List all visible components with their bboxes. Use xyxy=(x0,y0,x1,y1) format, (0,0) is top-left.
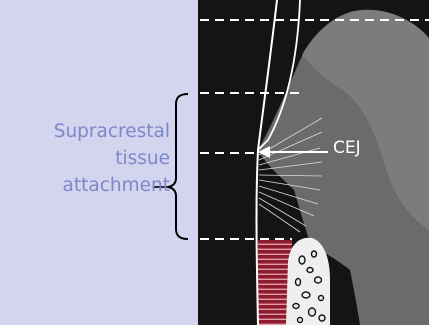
label-line-3: attachment xyxy=(20,172,170,199)
label-line-1: Supracrestal xyxy=(20,118,170,145)
label-line-2: tissue xyxy=(20,145,170,172)
cej-label: CEJ xyxy=(333,138,361,158)
supracrestal-label: Supracrestal tissue attachment xyxy=(20,118,170,199)
